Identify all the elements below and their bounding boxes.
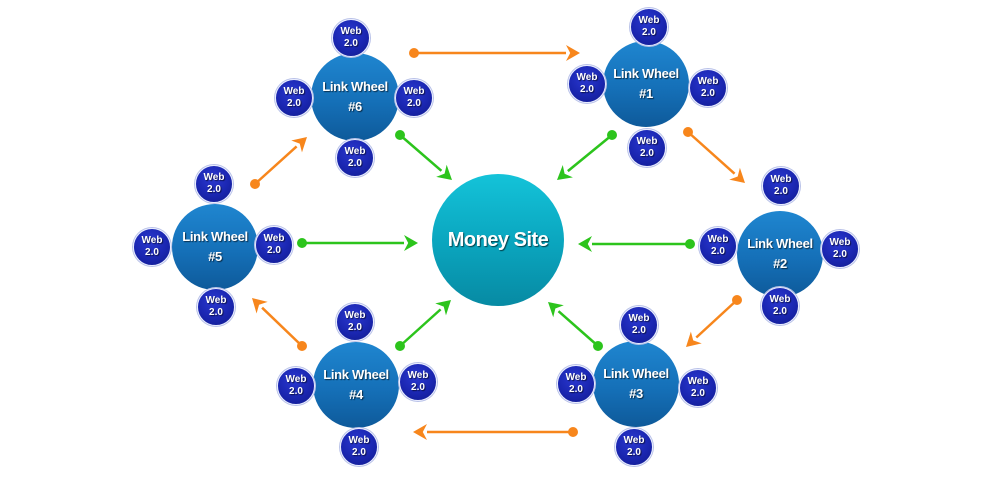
orange-arrow xyxy=(409,45,580,61)
green-arrow xyxy=(548,302,603,351)
link-wheel-number: #4 xyxy=(349,387,363,402)
link-wheel-label: Link Wheel xyxy=(182,229,248,244)
link-wheel-4-node: Link Wheel #4 xyxy=(313,342,399,428)
orange-arrow xyxy=(413,424,578,440)
green-arrow xyxy=(297,235,418,251)
orange-arrow xyxy=(686,295,742,347)
money-site-node: Money Site xyxy=(432,174,564,306)
orange-arrow xyxy=(250,137,307,189)
link-wheel-number: #1 xyxy=(639,86,653,101)
orange-arrow xyxy=(683,127,745,183)
link-wheel-1-node: Link Wheel #1 xyxy=(603,41,689,127)
link-wheel-number: #2 xyxy=(773,256,787,271)
link-wheel-2-node: Link Wheel #2 xyxy=(737,211,823,297)
link-wheel-number: #3 xyxy=(629,386,643,401)
link-wheel-number: #6 xyxy=(348,99,362,114)
green-arrow xyxy=(578,236,695,252)
link-wheel-number: #5 xyxy=(208,249,222,264)
green-arrow xyxy=(557,130,617,180)
link-wheel-6-node: Link Wheel #6 xyxy=(311,53,399,141)
green-arrow xyxy=(395,300,451,351)
link-wheel-label: Link Wheel xyxy=(323,367,389,382)
link-wheel-3-node: Link Wheel #3 xyxy=(593,341,679,427)
money-site-label: Money Site xyxy=(447,228,549,251)
orange-arrow xyxy=(252,298,307,351)
link-wheel-label: Link Wheel xyxy=(747,236,813,251)
link-wheel-5-node: Link Wheel #5 xyxy=(172,204,258,290)
link-wheel-label: Link Wheel xyxy=(322,79,388,94)
link-wheel-label: Link Wheel xyxy=(603,366,669,381)
link-wheel-label: Link Wheel xyxy=(613,66,679,81)
green-arrow xyxy=(395,130,452,180)
